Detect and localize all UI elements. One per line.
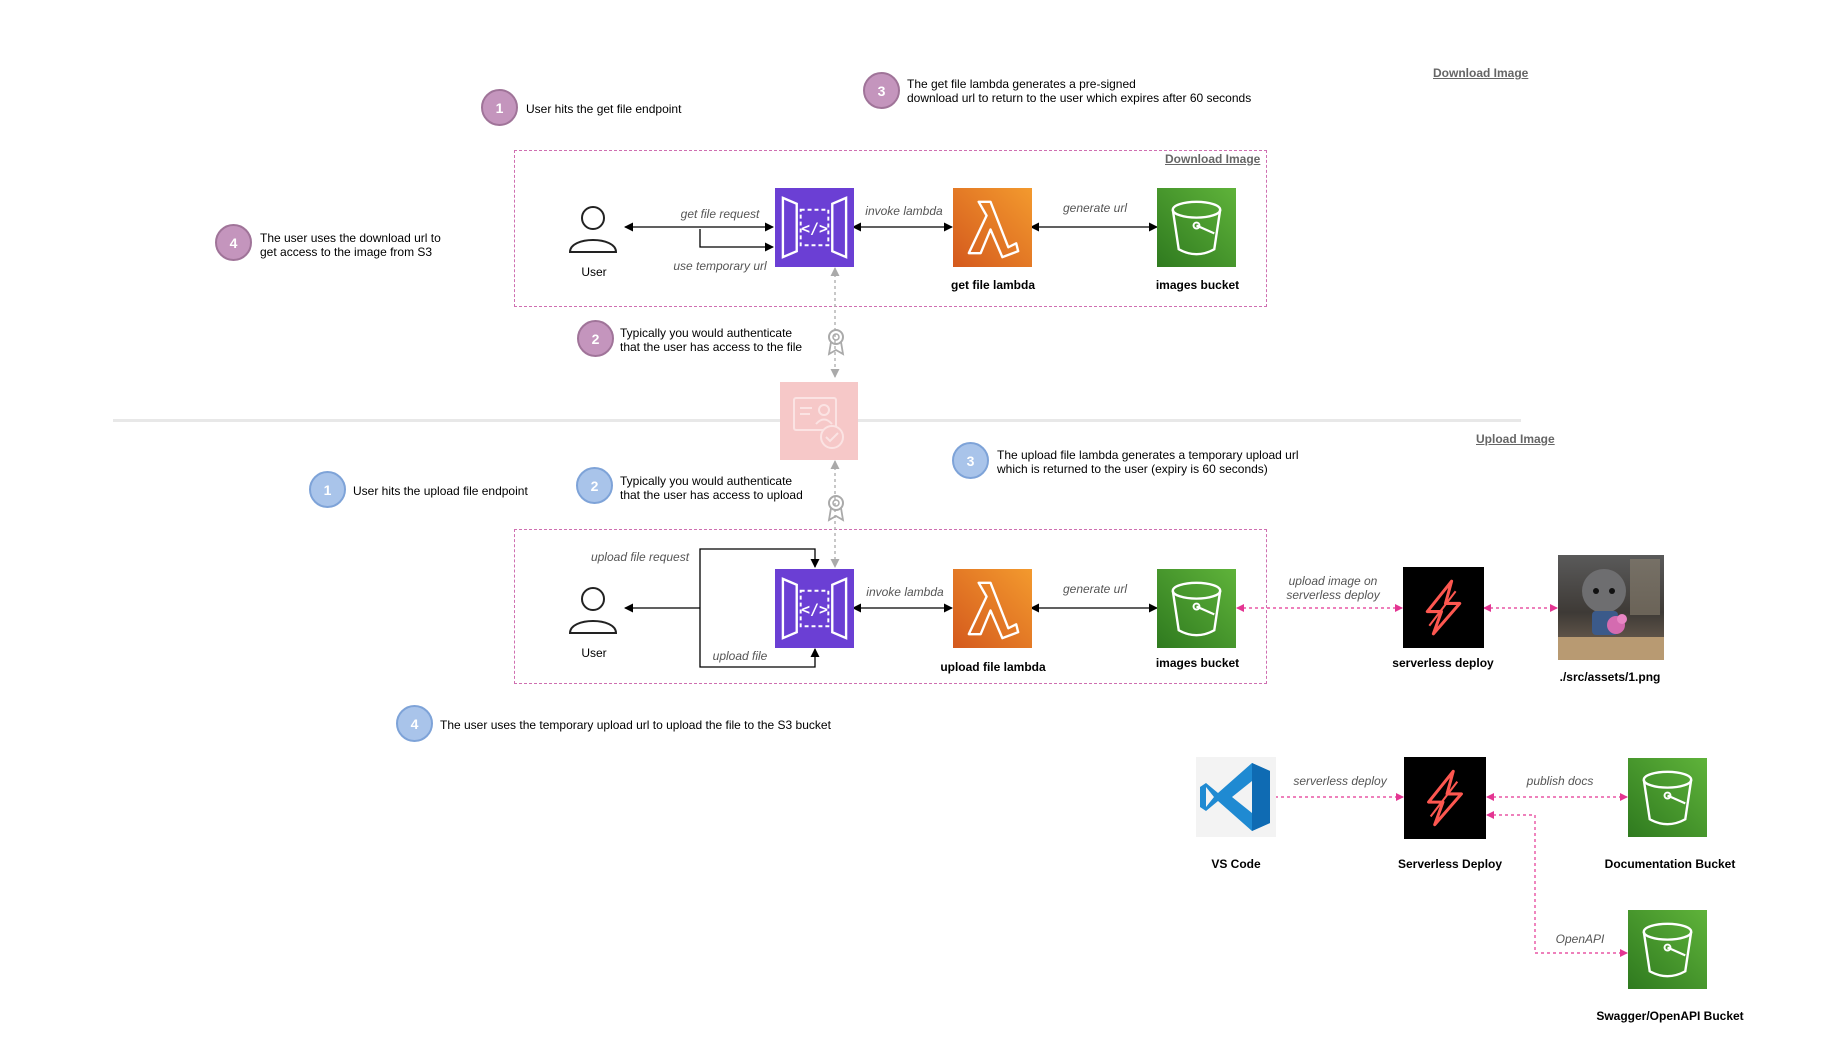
download-group-title: Download Image [1165,152,1261,166]
download-step-1-text: User hits the get file endpoint [526,102,682,116]
upload-step-3-marker: 3 [952,442,989,479]
download-section-title: Download Image [1433,66,1529,80]
certificate-icon [826,328,846,356]
download-step-4-marker: 4 [215,224,252,261]
upload-user-label: User [581,646,607,660]
edge-upload-file-request [699,548,820,608]
serverless-icon [1404,757,1486,839]
download-step-3-marker: 3 [863,72,900,109]
edge-label-get-file-request: get file request [680,207,760,221]
edge-label-vscode-deploy: serverless deploy [1293,774,1387,788]
upload-step-1-marker: 1 [309,471,346,508]
upload-serverless-deploy-label: serverless deploy [1392,656,1494,670]
download-step-3-text: The get file lambda generates a pre-sign… [907,77,1252,105]
vscode-label: VS Code [1211,857,1261,871]
upload-images-bucket-label: images bucket [1155,656,1240,670]
edge-label-upload-image-deploy: upload image on serverless deploy [1286,574,1380,602]
download-step-2-text: Typically you would authenticate that th… [620,326,803,354]
edge-label-generate-url-upload: generate url [1062,582,1128,596]
docs-serverless-deploy-label: Serverless Deploy [1397,857,1503,871]
edge-label-invoke-lambda-upload: invoke lambda [866,585,944,599]
edge-label-generate-url-download: generate url [1062,201,1128,215]
upload-step-2-marker: 2 [576,467,613,504]
documentation-bucket-label: Documentation Bucket [1604,857,1736,871]
vscode-icon [1196,757,1276,837]
user-icon [566,583,620,637]
edge-label-publish-docs: publish docs [1526,774,1594,788]
download-step-4-text: The user uses the download url to get ac… [260,231,441,259]
download-images-bucket-label: images bucket [1155,278,1240,292]
user-icon [566,202,620,256]
upload-step-4-text: The user uses the temporary upload url t… [440,718,831,732]
download-user-label: User [581,265,607,279]
get-file-lambda-label: get file lambda [950,278,1036,292]
upload-section-title: Upload Image [1476,432,1555,446]
download-group-box [514,150,1267,307]
edge-label-upload-file-request: upload file request [590,550,690,564]
s3-bucket-icon [1628,758,1707,837]
edge-label-upload-file: upload file [712,649,768,663]
asset-file-label: ./src/assets/1.png [1559,670,1661,684]
edge-label-use-temporary-url: use temporary url [673,259,767,273]
svg-text:</>: </> [801,220,828,237]
photo-thumbnail [1558,555,1664,660]
api-gateway-icon: </> [775,569,854,648]
edge-upload-file [699,608,820,668]
upload-step-2-text: Typically you would authenticate that th… [620,474,803,502]
s3-bucket-icon [1157,569,1236,648]
certificate-icon [826,494,846,522]
edge-use-temporary-url [699,229,774,252]
download-step-2-marker: 2 [577,320,614,357]
api-gateway-icon: </> [775,188,854,267]
lambda-icon [953,188,1032,267]
authorizer-icon [780,382,858,460]
s3-bucket-icon [1157,188,1236,267]
s3-bucket-icon [1628,910,1707,989]
download-step-1-marker: 1 [481,89,518,126]
upload-step-3-text: The upload file lambda generates a tempo… [997,448,1299,476]
swagger-bucket-label: Swagger/OpenAPI Bucket [1596,1009,1744,1023]
lambda-icon [953,569,1032,648]
edge-label-openapi: OpenAPI [1555,932,1605,946]
upload-file-lambda-label: upload file lambda [940,660,1046,674]
edge-openapi [1486,811,1628,957]
upload-step-1-text: User hits the upload file endpoint [353,484,528,498]
svg-text:</>: </> [801,601,828,618]
edge-label-invoke-lambda-download: invoke lambda [865,204,943,218]
upload-step-4-marker: 4 [396,705,433,742]
serverless-icon [1403,567,1484,648]
